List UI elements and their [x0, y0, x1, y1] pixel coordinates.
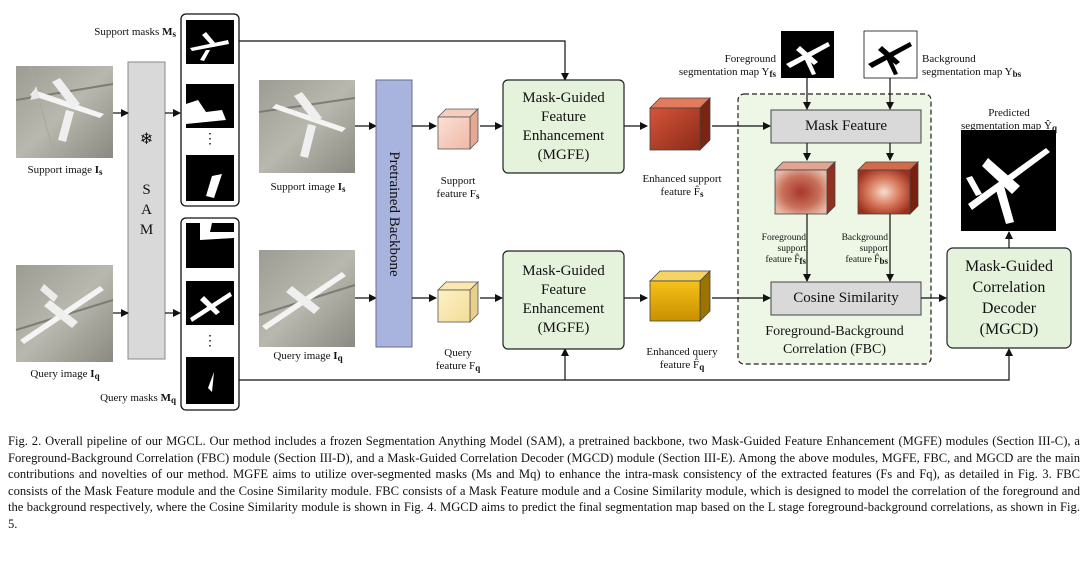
bg-seg-map	[863, 30, 918, 79]
support-image-mid	[258, 80, 356, 173]
query-feature-cube	[437, 281, 479, 323]
support-image-mid-label: Support image Is	[270, 181, 346, 194]
query-masks-label: Query masks Mq	[100, 392, 176, 405]
predicted-seg-map	[961, 130, 1056, 231]
support-masks-label: Support masks Ms	[94, 26, 176, 39]
support-image-left	[15, 65, 114, 159]
mask-feature-label: Mask Feature	[804, 118, 888, 134]
mask-feature-box	[770, 109, 922, 144]
backbone-label: Pretrained Backbone	[386, 151, 403, 277]
query-mask-3	[186, 357, 234, 404]
sam-block	[127, 61, 166, 360]
fg-map-label: Foreground segmentation map Yfs	[678, 53, 776, 79]
query-image-mid-label: Query image Iq	[273, 350, 343, 363]
query-mask-2	[186, 281, 234, 325]
fbc-label: Foreground-Background Correlation (FBC)	[765, 324, 904, 357]
query-image-mid	[258, 250, 356, 347]
mgfe-top-label: Mask-Guided Feature Enhancement (MGFE)	[522, 89, 605, 163]
sam-label: S A M	[139, 182, 154, 238]
enhanced-query-label: Enhanced query feature F̂q	[646, 346, 718, 372]
fg-seg-map	[781, 31, 834, 78]
query-feature-label: Query feature Fq	[435, 347, 481, 373]
snowflake-icon: ❄	[139, 131, 154, 148]
mgcd-label: Mask-Guided Correlation Decoder (MGCD)	[965, 258, 1053, 338]
dots-support: ⋮	[203, 132, 217, 147]
enhanced-support-label: Enhanced support feature F̂s	[642, 173, 722, 199]
figure-caption: Fig. 2. Overall pipeline of our MGCL. Ou…	[8, 434, 1080, 531]
support-mask-2	[186, 84, 234, 128]
mgfe-bottom	[502, 250, 625, 350]
dots-query: ⋮	[203, 334, 217, 349]
support-mask-3	[186, 155, 234, 201]
fg-support-cube	[774, 161, 836, 215]
bg-support-cube	[857, 161, 919, 215]
bg-support-label: Background support feature F̂bs	[841, 233, 888, 266]
predicted-label: Predicted segmentation map Ŷq	[960, 107, 1058, 133]
fg-support-label: Foreground support feature F̂fs	[761, 233, 806, 266]
query-image-left	[15, 265, 114, 362]
enhanced-query-cube	[649, 270, 711, 322]
pretrained-backbone	[375, 79, 413, 348]
enhanced-support-cube	[649, 97, 711, 151]
mgfe-bottom-label: Mask-Guided Feature Enhancement (MGFE)	[522, 263, 605, 336]
cosine-similarity-label: Cosine Similarity	[793, 290, 899, 306]
support-mask-1	[186, 20, 234, 64]
bg-map-label: Background segmentation map Ybs	[922, 53, 1022, 79]
support-image-left-label: Support image Is	[27, 164, 103, 177]
query-mask-1	[186, 223, 234, 268]
support-feature-cube	[437, 108, 479, 150]
query-image-left-label: Query image Iq	[30, 368, 100, 381]
support-feature-label: Support feature Fs	[436, 175, 480, 201]
